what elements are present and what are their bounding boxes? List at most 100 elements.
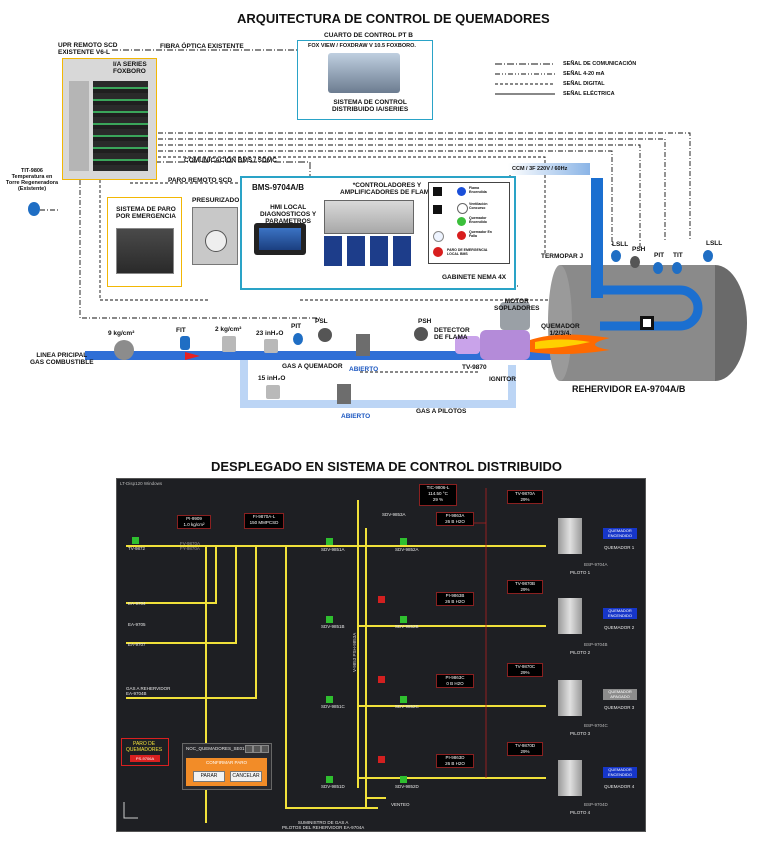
sdv-d2-icon[interactable] (400, 776, 407, 783)
hmi-panel (254, 223, 306, 255)
tit9806-label: TIT-9806 Temperatura en Torre Regenerado… (5, 168, 59, 192)
dialog-minimize-icon[interactable] (245, 745, 253, 753)
tit-right-icon (672, 262, 682, 274)
esd-system-box: SISTEMA DE PARO POR EMERGENCIA (107, 197, 182, 287)
abierto-1-label: ABIERTO (349, 366, 379, 373)
pilot-pipe-up (508, 365, 516, 408)
vent-valve-c-icon[interactable] (378, 676, 385, 683)
sdv-a2-icon[interactable] (400, 538, 407, 545)
legend-green-icon (457, 217, 466, 226)
upr-cabinet: I/A SERIES FOXBORO (62, 58, 157, 180)
psh-label: PSH (418, 318, 432, 325)
legend-420: SEÑAL 4-20 mA (563, 71, 605, 77)
paro-remoto-label: PARO REMOTO SCD (168, 177, 233, 184)
bus-line-1 (158, 132, 691, 240)
sdv-9852d: SDV-9852D (395, 784, 419, 789)
reboiler-u-tube (600, 285, 703, 331)
parar-button[interactable]: PARAR (193, 771, 225, 782)
quemador-label: QUEMADOR 1/2/3/4. (541, 323, 580, 337)
burner-1-icon[interactable] (558, 518, 582, 554)
tv9872-valve-icon[interactable] (132, 537, 139, 544)
fit-label: FIT (176, 327, 186, 334)
flame-amp-3 (370, 236, 388, 266)
sdv-b1-icon[interactable] (326, 616, 333, 623)
pit-right-icon (653, 262, 663, 274)
burner-2-icon[interactable] (558, 598, 582, 634)
tic-value: TIC-9806-L 114.50 °C 29 % (419, 484, 457, 506)
paro-label: PARO DE QUEMADORES (126, 741, 163, 753)
burner-4-icon[interactable] (558, 760, 582, 796)
sdv-9851d: SDV-9851D (321, 784, 345, 789)
burner-3-icon[interactable] (558, 680, 582, 716)
paro-tag[interactable]: PS-9706A (130, 755, 160, 762)
regulator-2-icon (222, 336, 236, 352)
bus-line-2 (158, 138, 666, 240)
ccm-bar: CCM / 3F 220V / 60Hz (508, 163, 590, 175)
sdv-9852a: SDV-9852A (395, 547, 419, 552)
vertical-label: V-9853 PSH-9853A (352, 632, 357, 672)
ccm-label: CCM / 3F 220V / 60Hz (512, 166, 568, 172)
vent-valve-b-icon[interactable] (378, 596, 385, 603)
quemador-1-status: QUEMADOR ENCENDIDO (603, 528, 637, 539)
flame-amp-2 (347, 236, 365, 266)
pi-pressure-value: PI-9909 1.0 kg/cm² (177, 515, 211, 529)
legend-qe-label: Quemador Encendido (469, 216, 487, 224)
bms-cabinet: BMS-9704A/B HMI LOCAL DIAGNOSTICOS Y PAR… (240, 176, 516, 290)
emergency-stop-button[interactable] (433, 247, 443, 257)
sdv-d1-icon[interactable] (326, 776, 333, 783)
dialog-maximize-icon[interactable] (253, 745, 261, 753)
pressure-2-label: 2 kg/cm² (215, 326, 242, 333)
bus-line-4 (158, 150, 613, 245)
sdv-c1-icon[interactable] (326, 696, 333, 703)
top-title: ARQUITECTURA DE CONTROL DE QUEMADORES (237, 11, 550, 26)
psh-right-icon (630, 256, 640, 268)
legend-paro-label: PARO DE EMERGENCIA LOCAL BMS (447, 248, 488, 256)
legend-vent-label: Ventilación Concurso (469, 202, 488, 210)
sdv-9851a: SDV-9851A (321, 547, 345, 552)
tv-9870d: TV-9870D 29% (507, 742, 543, 756)
ignitor-label: IGNITOR (489, 376, 516, 383)
tit9806-transmitter-icon (28, 202, 40, 216)
cancelar-button[interactable]: CANCELAR (230, 771, 262, 782)
sdv-a1-icon[interactable] (326, 538, 333, 545)
bsp-a: BSP-9704A (584, 562, 608, 567)
pi-9863d: PI-9863D 26 B H2O (436, 754, 474, 768)
vent-valve-d-icon[interactable] (378, 756, 385, 763)
sdv-c2-icon[interactable] (400, 696, 407, 703)
legend-presurizado-icon (433, 231, 444, 242)
tv9870-label: TV-9870 (462, 364, 487, 371)
lsll-right-icon (703, 250, 713, 262)
pressure-23-label: 23 inH₂O (256, 330, 284, 337)
lsll-right-label: LSLL (706, 240, 723, 247)
esd-plc-image (116, 228, 174, 274)
psh-switch-icon (414, 327, 428, 341)
abierto-2-label: ABIERTO (341, 413, 371, 420)
quemador-1-name: QUEMADOR 1 (604, 545, 635, 550)
piloto-3: PILOTO 3 (570, 731, 591, 736)
io-modules (93, 81, 148, 171)
legend-falla-label: Quemador En Falla (469, 230, 492, 238)
dialog-close-icon[interactable] (261, 745, 269, 753)
fiber-label: FIBRA ÓPTICA EXISTENTE (160, 43, 244, 50)
quemador-2-name: QUEMADOR 2 (604, 625, 635, 630)
control-room-box: CUARTO DE CONTROL PT B FOX VIEW / FOXDRA… (297, 32, 433, 120)
tv-9870b: TV-9870B 29% (507, 580, 543, 594)
flame-amp-4 (393, 236, 411, 266)
gas-burner-label: GAS A QUEMADOR (282, 363, 343, 370)
motor-blower (500, 302, 530, 330)
sdv-b2-icon[interactable] (400, 616, 407, 623)
pilot-pipe-down (240, 360, 248, 408)
fv-label: FV-9870A FY-9870A (180, 541, 201, 551)
pilot-pipe-horizontal (240, 400, 515, 408)
quemador-4-name: QUEMADOR 4 (604, 784, 635, 789)
ea-9704: EA-9704 (128, 601, 146, 606)
pi-9863c: PI-9863C 0 B H2O (436, 674, 474, 688)
psl-switch-icon (318, 328, 332, 342)
legend-black-icon-2 (433, 205, 442, 214)
bus-line-3 (158, 144, 641, 250)
tv-9870a: TV-9870A 29% (507, 490, 543, 504)
psh-right-label: PSH (632, 246, 646, 253)
legend-digital: SEÑAL DIGITAL (563, 81, 605, 87)
piloto-4: PILOTO 4 (570, 810, 591, 815)
operator-console-image (328, 53, 400, 93)
